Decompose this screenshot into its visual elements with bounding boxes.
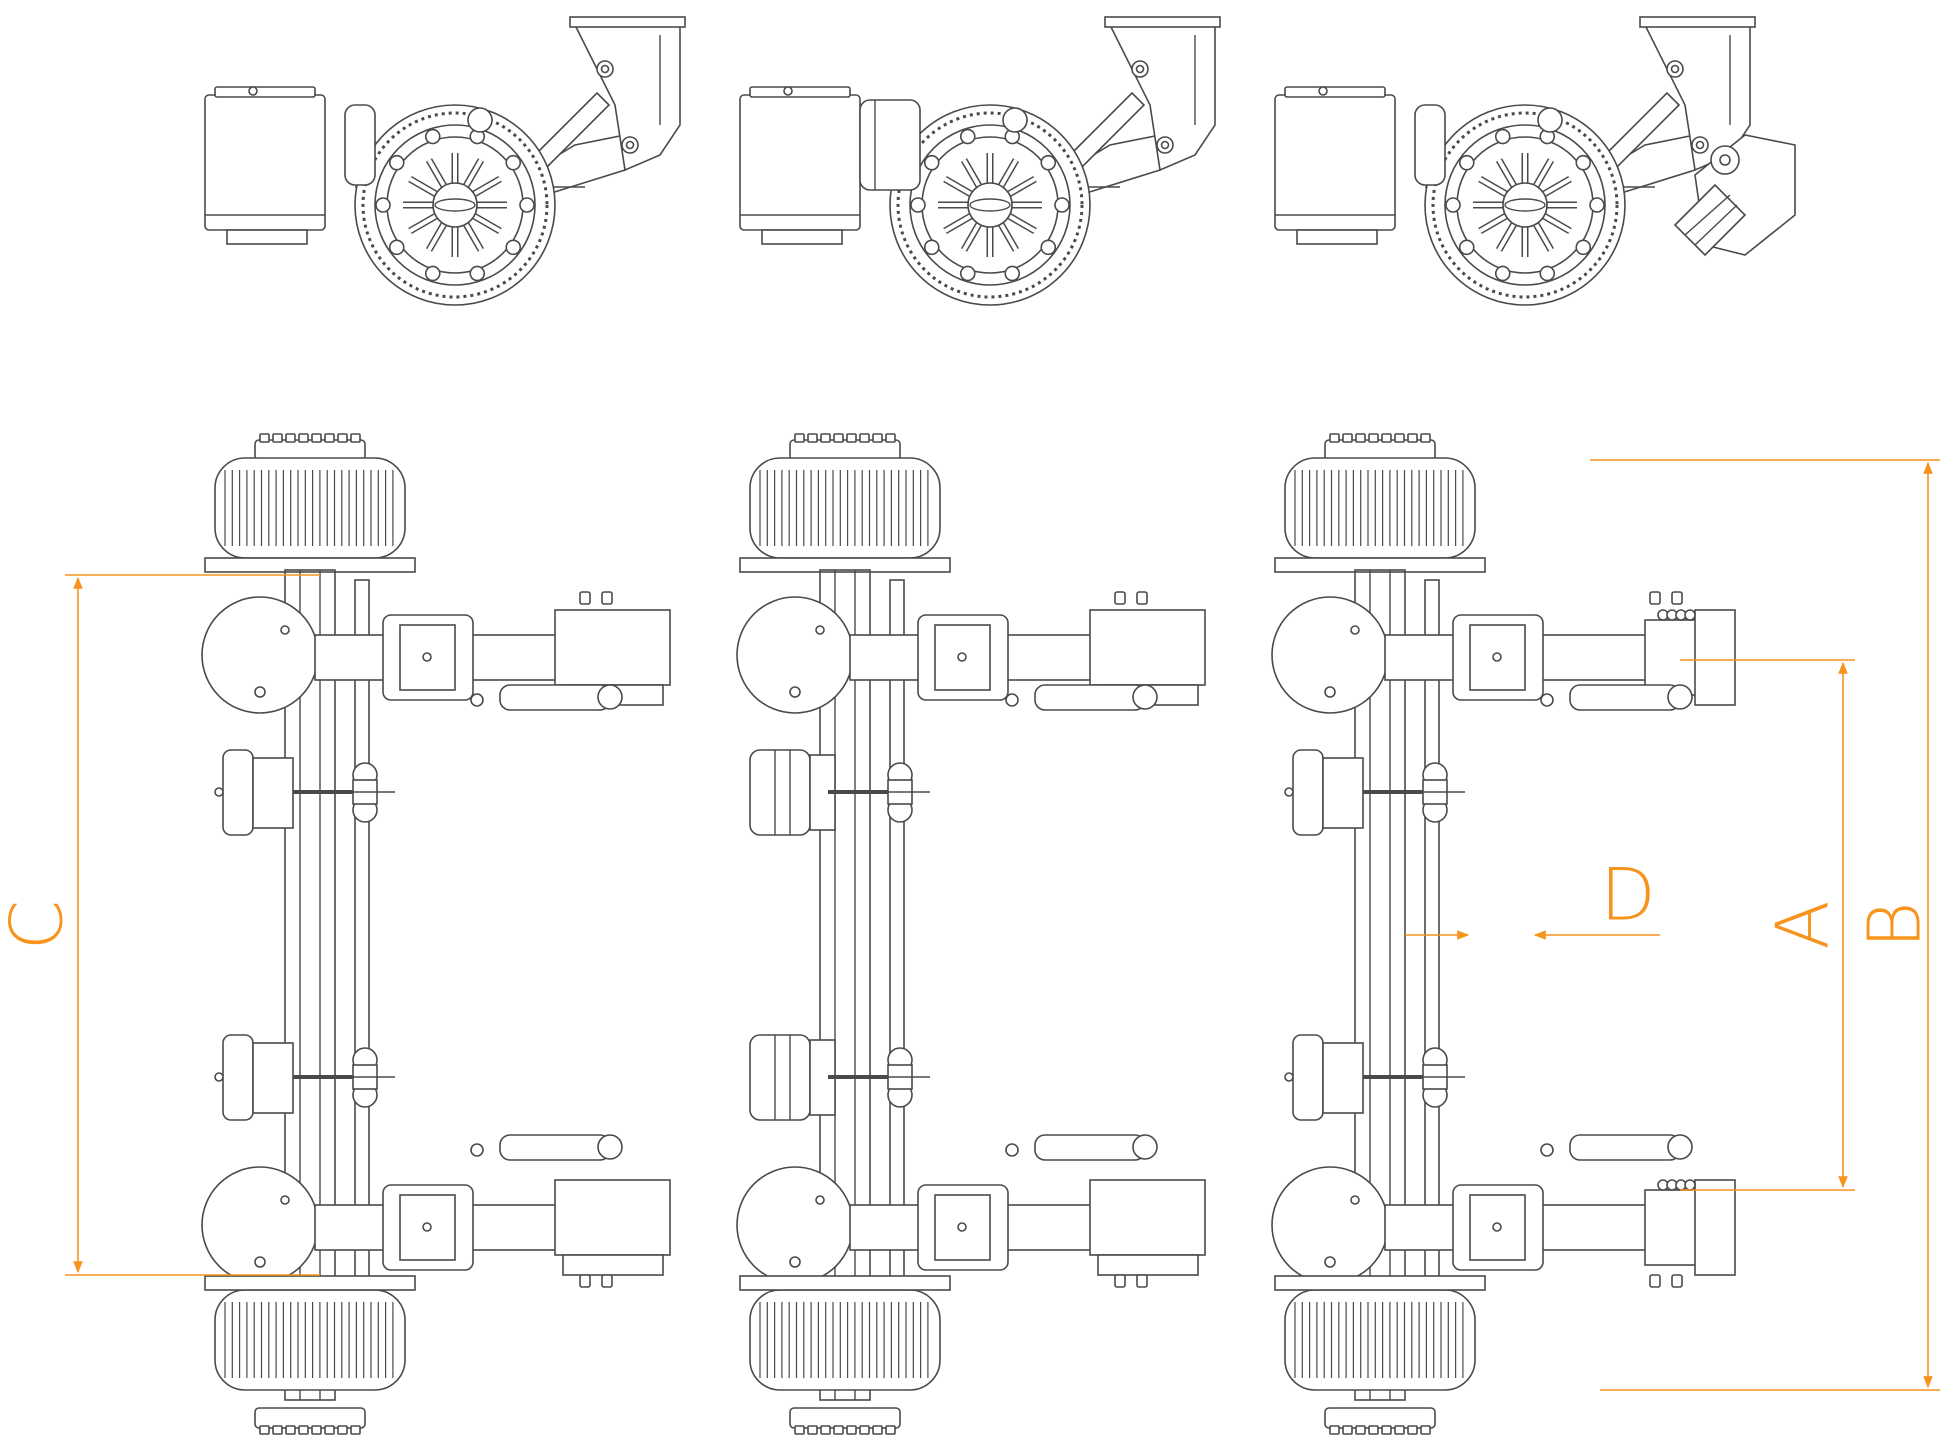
axle-bracket-row — [736, 1134, 1206, 1288]
slack-adjuster — [1415, 762, 1465, 823]
top-brake-drum — [739, 433, 951, 573]
dimension-label-b: B — [1853, 901, 1937, 948]
air-spring — [1274, 86, 1396, 245]
hanger-bracket — [569, 16, 686, 172]
brake-chamber — [859, 99, 921, 191]
axle-beam — [1354, 569, 1440, 1401]
axle-bracket-row — [736, 591, 1206, 714]
plan-view-lift-bracket — [1271, 433, 1736, 1435]
hanger-bracket — [1639, 16, 1756, 172]
side-view-lift-bracket — [1274, 16, 1796, 306]
bottom-brake-drum — [739, 1275, 951, 1435]
lift-arm — [1673, 134, 1796, 257]
brake-chamber — [1414, 104, 1446, 186]
dimension-c: C — [0, 574, 320, 1276]
bottom-brake-drum — [1274, 1275, 1486, 1435]
top-brake-drum — [1274, 433, 1486, 573]
plan-views-row — [201, 433, 1736, 1435]
slack-adjuster — [345, 762, 395, 823]
slack-adjuster — [880, 762, 930, 823]
slack-adjuster — [880, 1047, 930, 1108]
brake-chamber — [344, 104, 376, 186]
brake-chamber-plan — [1284, 1034, 1465, 1121]
air-spring — [739, 86, 861, 245]
axle-bracket-row — [201, 591, 671, 714]
axle-beam — [284, 569, 370, 1401]
wheel-hub — [1424, 104, 1626, 306]
dimension-label-d: D — [1600, 853, 1655, 937]
side-view-spring-brake — [739, 16, 1221, 306]
side-views-row — [204, 16, 1796, 306]
plan-view-standard — [201, 433, 671, 1435]
axle-bracket-row — [201, 1134, 671, 1288]
dimension-label-c: C — [0, 900, 79, 950]
wheel-hub — [354, 104, 556, 306]
dimension-b: B — [1590, 459, 1940, 1391]
dimension-d: D — [1405, 853, 1660, 940]
axle-bracket-row — [1271, 1134, 1736, 1288]
side-view-brake-chamber — [204, 16, 686, 306]
air-spring — [204, 86, 326, 245]
hanger-bracket — [1104, 16, 1221, 172]
bottom-brake-drum — [204, 1275, 416, 1435]
dimension-label-a: A — [1761, 900, 1845, 949]
slack-adjuster — [345, 1047, 395, 1108]
brake-chamber-plan — [214, 1034, 395, 1121]
slack-adjuster — [1415, 1047, 1465, 1108]
brake-chamber-plan — [749, 1034, 930, 1121]
brake-chamber-plan — [214, 749, 395, 836]
dimension-annotations: C BA D — [0, 459, 1940, 1391]
axle-bracket-row — [1271, 591, 1736, 714]
wheel-hub — [889, 104, 1091, 306]
brake-chamber-plan — [749, 749, 930, 836]
plan-view-spring-brake — [736, 433, 1206, 1435]
dimension-a: A — [1680, 659, 1855, 1191]
brake-chamber-plan — [1284, 749, 1465, 836]
top-brake-drum — [204, 433, 416, 573]
